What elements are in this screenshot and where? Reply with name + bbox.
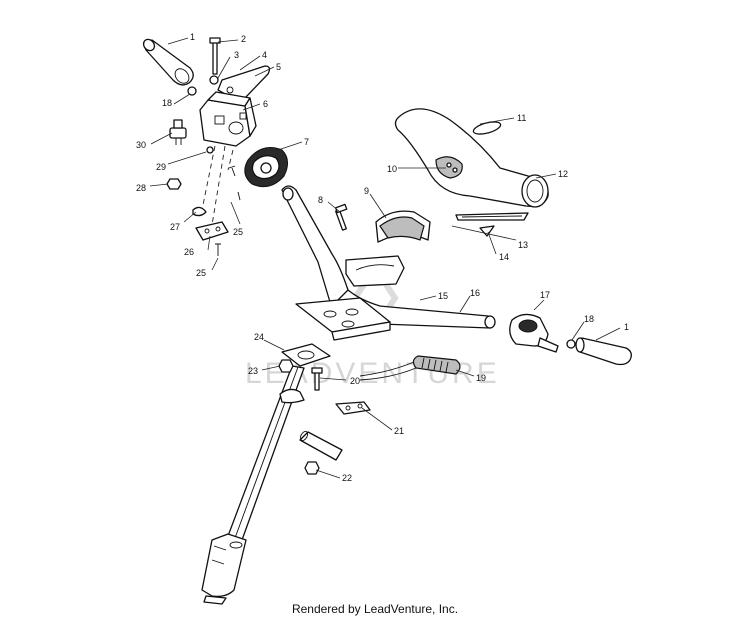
clip	[192, 206, 207, 217]
clamp-bolt	[334, 203, 348, 231]
callout-15: 15	[438, 291, 448, 301]
callout-19: 19	[476, 373, 486, 383]
screw-small	[215, 243, 221, 256]
callout-1: 1	[190, 32, 195, 42]
callout-11: 11	[517, 113, 526, 123]
callout-2: 2	[241, 34, 246, 44]
sleeve-nut	[304, 461, 320, 475]
column-nut	[278, 359, 294, 373]
handlebar-switch-housing	[244, 147, 288, 188]
footer-credit: Rendered by LeadVenture, Inc.	[291, 602, 459, 616]
callout-3: 3	[234, 50, 239, 60]
callout-20: 20	[350, 376, 360, 386]
washer-small	[187, 86, 197, 96]
callout-4: 4	[262, 50, 267, 60]
handlebar-clamp-upper	[375, 210, 431, 243]
callout-6: 6	[263, 99, 268, 109]
mount-plate	[195, 221, 229, 241]
column-bolt	[311, 367, 323, 391]
hand-grip-right	[575, 337, 632, 366]
callout-14: 14	[499, 252, 509, 262]
callout-7: 7	[304, 137, 309, 147]
callout-17: 17	[540, 290, 550, 300]
screw	[206, 146, 214, 154]
bolt	[209, 37, 221, 75]
callout-29: 29	[156, 162, 166, 172]
callout-21: 21	[394, 426, 404, 436]
column-bracket	[279, 388, 305, 404]
decal	[472, 121, 502, 135]
column-top-plate	[281, 343, 331, 367]
handlebar-riser-block	[295, 297, 391, 341]
throttle-housing	[199, 91, 257, 147]
callout-18: 18	[162, 98, 172, 108]
column-sleeve	[299, 430, 343, 461]
callouts: 1 2 3 4 5 18 6 7 30 29 28 27 25 26 25 11…	[136, 32, 629, 483]
callout-22: 22	[342, 473, 352, 483]
callout-12: 12	[558, 169, 568, 179]
right-control-housing	[509, 313, 559, 353]
callout-10: 10	[387, 164, 397, 174]
callout-8: 8	[318, 195, 323, 205]
callout-9: 9	[364, 186, 369, 196]
callout-25: 25	[233, 227, 243, 237]
callout-24: 24	[254, 332, 264, 342]
callout-13: 13	[518, 240, 528, 250]
callout-18-b: 18	[584, 314, 594, 324]
kill-switch	[169, 119, 187, 145]
callout-26: 26	[184, 247, 194, 257]
pad-clip	[479, 225, 495, 237]
handlebar-pad	[394, 108, 549, 208]
screw-small-b	[228, 165, 236, 177]
callout-16: 16	[470, 288, 480, 298]
callout-23: 23	[248, 366, 258, 376]
handlebar-clamp-lower	[345, 255, 405, 287]
callout-5: 5	[276, 62, 281, 72]
washer	[209, 75, 219, 85]
callout-1-b: 1	[624, 322, 629, 332]
column-clamp	[335, 401, 371, 415]
screw-small-c	[237, 191, 241, 201]
callout-27: 27	[170, 222, 180, 232]
callout-25-b: 25	[196, 268, 206, 278]
callout-28: 28	[136, 183, 146, 193]
washer-right	[566, 339, 576, 349]
nut	[166, 178, 182, 190]
leader-lines	[149, 37, 621, 479]
callout-30: 30	[136, 140, 146, 150]
hand-grip-left	[142, 38, 194, 86]
heater-wire	[359, 355, 461, 381]
